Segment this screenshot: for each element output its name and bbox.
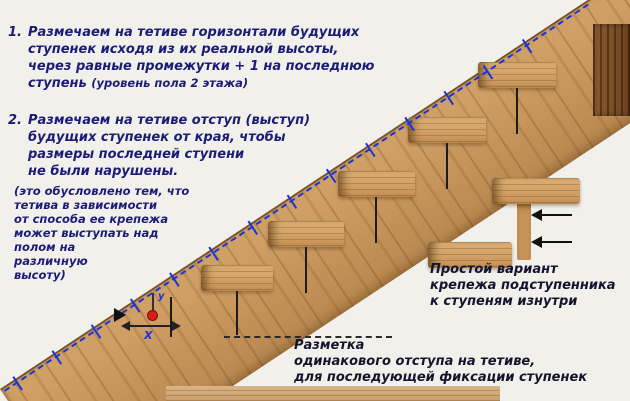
y-axis-label: y xyxy=(158,291,165,302)
caption-line: одинакового отступа на тетиве, xyxy=(294,354,536,369)
caption-line: к ступеням изнутри xyxy=(430,294,578,309)
upper-floor-board xyxy=(593,24,630,116)
instruction-1-line: ступенек исходя из их реальной высоты, xyxy=(28,42,339,57)
note-line: от способа ее крепежа xyxy=(14,212,169,226)
position-marker-icon xyxy=(114,308,126,322)
instruction-2-note: (это обусловлено тем, что тетива в завис… xyxy=(14,184,214,282)
step-block xyxy=(408,117,486,143)
instruction-2-line: размеры последней ступени xyxy=(28,147,245,162)
fastening-arrow-icon xyxy=(531,236,572,248)
step-block xyxy=(338,171,415,197)
instruction-1-line: ступень (уровень пола 2 этажа) xyxy=(28,76,249,91)
note-line: тетива в зависимости xyxy=(14,198,158,212)
y-offset-line xyxy=(152,293,154,311)
caption-leader-line xyxy=(224,336,392,338)
step-block xyxy=(268,221,344,247)
note-line: (это обусловлено тем, что xyxy=(14,184,190,198)
instruction-1: 1.Размечаем на тетиве горизонтали будущи… xyxy=(8,24,394,92)
marking-caption: Разметка одинакового отступа на тетиве, … xyxy=(294,338,614,386)
fastening-arrow-icon xyxy=(531,209,572,221)
level-mark-line xyxy=(375,197,377,243)
level-mark-line xyxy=(446,143,448,189)
instruction-2: 2.Размечаем на тетиве отступ (выступ) бу… xyxy=(8,112,348,180)
instruction-1-note: (уровень пола 2 этажа) xyxy=(91,76,249,90)
caption-line: Простой вариант xyxy=(430,262,558,277)
instruction-2-line: 2.Размечаем на тетиве отступ (выступ) xyxy=(8,113,311,128)
x-offset-arrow xyxy=(121,321,181,331)
instruction-1-line: через равные промежутки + 1 на последнюю xyxy=(28,59,375,74)
riser-board xyxy=(517,202,531,260)
caption-line: крепежа подступенника xyxy=(430,278,616,293)
note-line: высоту) xyxy=(14,268,66,282)
instruction-1-number: 1. xyxy=(8,25,22,40)
caption-line: для последующей фиксации ступенек xyxy=(294,370,588,385)
detail-upper-tread xyxy=(492,178,580,204)
note-line: полом на xyxy=(14,240,76,254)
detail-caption: Простой вариант крепежа подступенника к … xyxy=(430,262,620,310)
instruction-2-number: 2. xyxy=(8,113,22,128)
x-axis-label: X xyxy=(144,329,153,342)
level-mark-line xyxy=(516,88,518,134)
floor-board xyxy=(166,386,500,401)
instruction-1-line: 1.Размечаем на тетиве горизонтали будущи… xyxy=(8,25,360,40)
level-mark-line xyxy=(305,247,307,293)
note-line: различную xyxy=(14,254,88,268)
note-line: может выступать над xyxy=(14,226,159,240)
level-mark-line xyxy=(170,297,172,337)
level-mark-line xyxy=(236,291,238,335)
detail-lower-tread xyxy=(428,242,512,268)
instruction-2-line: будущих ступенек от края, чтобы xyxy=(28,130,286,145)
instruction-2-line: не были нарушены. xyxy=(28,164,179,179)
caption-line: Разметка xyxy=(294,338,365,353)
step-block xyxy=(201,265,273,291)
marking-point-dot xyxy=(147,310,158,321)
